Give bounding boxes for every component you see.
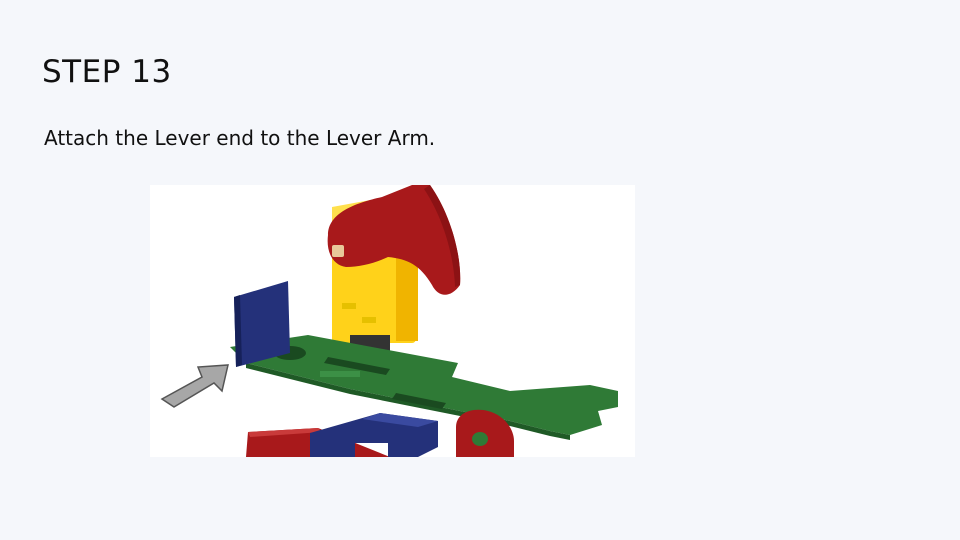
assembly-svg (160, 185, 618, 457)
blue-support-shadow (362, 413, 438, 427)
arm-slot-1 (324, 357, 390, 375)
servo-label-2 (362, 317, 376, 323)
blue-plate-side (234, 295, 242, 367)
pointer-arrow (160, 364, 229, 408)
red-wheel-piece (456, 409, 514, 457)
blue-lever-end-plate (234, 281, 290, 367)
servo-label-1 (342, 303, 356, 309)
red-lever-edge (424, 185, 461, 287)
lever-screw (332, 245, 344, 257)
red-base-piece-edge (248, 428, 322, 437)
red-lever (327, 185, 461, 295)
step-instruction: Attach the Lever end to the Lever Arm. (44, 126, 436, 150)
assembly-illustration (150, 185, 635, 457)
arm-slot-2 (392, 393, 446, 409)
step-title: STEP 13 (42, 54, 172, 90)
arm-tab (320, 371, 360, 377)
wheel-hole (472, 432, 488, 446)
